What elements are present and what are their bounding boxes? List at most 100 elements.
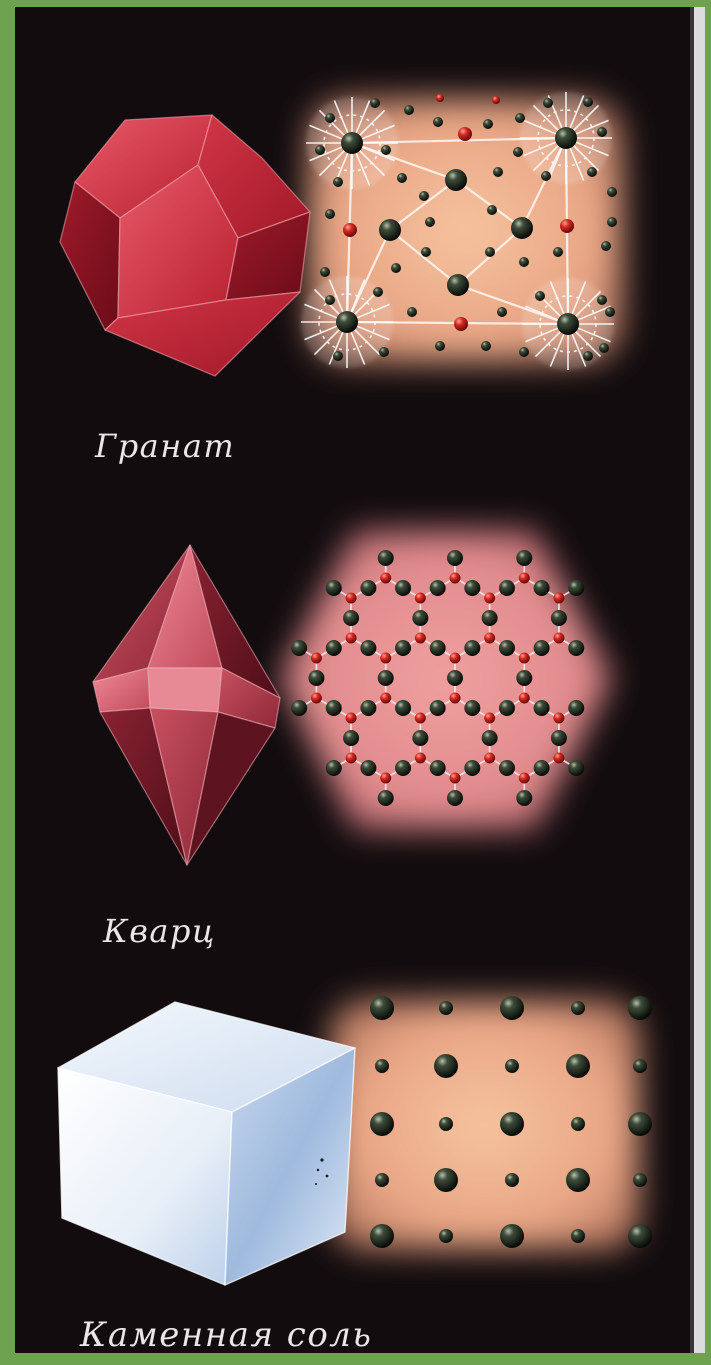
red-atom [415,753,426,764]
quartz-label: Кварц [102,912,216,950]
red-atom [553,713,564,724]
dark-atom [633,1173,647,1187]
dark-atom [601,241,611,251]
dark-atom [308,670,324,686]
dark-atom [500,1224,524,1248]
dark-atom [464,640,480,656]
speck [317,1169,319,1171]
dark-atom [464,580,480,596]
dark-atom [541,171,551,181]
dark-atom [535,291,545,301]
quartz-face-prism-front [148,668,222,712]
dark-atom [381,145,391,155]
dark-atom [551,730,567,746]
dark-atom [326,640,342,656]
dark-atom [439,1117,453,1131]
dark-atom [326,760,342,776]
dark-atom [360,580,376,596]
dark-atom [557,313,579,335]
red-atom [553,593,564,604]
dark-atom [534,640,550,656]
red-atom [519,653,530,664]
red-atom [311,653,322,664]
dark-atom [553,247,563,257]
dark-atom [434,1168,458,1192]
dark-atom [425,217,435,227]
dark-atom [464,760,480,776]
dark-atom [291,700,307,716]
dark-atom [568,580,584,596]
dark-atom [375,1173,389,1187]
salt-label: Каменная соль [79,1315,372,1355]
dark-atom [360,760,376,776]
dark-atom [464,700,480,716]
dark-atom [439,1001,453,1015]
dark-atom [599,343,609,353]
red-atom [415,593,426,604]
dark-atom [482,610,498,626]
red-atom [380,773,391,784]
red-atom [450,773,461,784]
dark-atom [587,167,597,177]
dark-atom [370,98,380,108]
dark-atom [513,147,523,157]
dark-atom [583,97,593,107]
dark-atom [395,760,411,776]
dark-atom [534,580,550,596]
speck [315,1183,317,1185]
dark-atom [568,760,584,776]
red-atom [519,693,530,704]
dark-atom [378,550,394,566]
dark-atom [435,341,445,351]
dark-atom [499,640,515,656]
dark-atom [320,267,330,277]
dark-atom [378,790,394,806]
red-atom [450,653,461,664]
dark-atom [447,670,463,686]
dark-atom [516,670,532,686]
dark-atom [519,347,529,357]
dark-atom [505,1059,519,1073]
red-atom [560,219,574,233]
red-atom [519,773,530,784]
dark-atom [445,169,467,191]
red-atom [343,223,357,237]
red-atom [484,753,495,764]
dark-atom [447,550,463,566]
dark-atom [325,209,335,219]
dark-atom [516,550,532,566]
dark-atom [395,640,411,656]
dark-atom [597,127,607,137]
dark-atom [412,610,428,626]
dark-atom [571,1001,585,1015]
dark-atom [628,1224,652,1248]
red-atom [380,653,391,664]
dark-atom [336,311,358,333]
dark-atom [497,307,507,317]
red-atom [458,127,472,141]
red-atom [380,573,391,584]
dark-atom [483,119,493,129]
dark-atom [343,610,359,626]
dark-atom [500,1112,524,1136]
dark-atom [568,700,584,716]
garnet-label: Гранат [94,427,235,465]
dark-atom [379,347,389,357]
dark-atom [607,217,617,227]
red-atom [346,633,357,644]
red-atom [484,633,495,644]
dark-atom [485,247,495,257]
dark-atom [373,287,383,297]
red-atom [415,713,426,724]
dark-atom [378,670,394,686]
dark-atom [487,205,497,215]
dark-atom [395,700,411,716]
dark-atom [499,760,515,776]
dark-atom [430,760,446,776]
dark-atom [397,173,407,183]
dark-atom [515,113,525,123]
dark-atom [430,640,446,656]
dark-atom [607,187,617,197]
dark-atom [434,1054,458,1078]
